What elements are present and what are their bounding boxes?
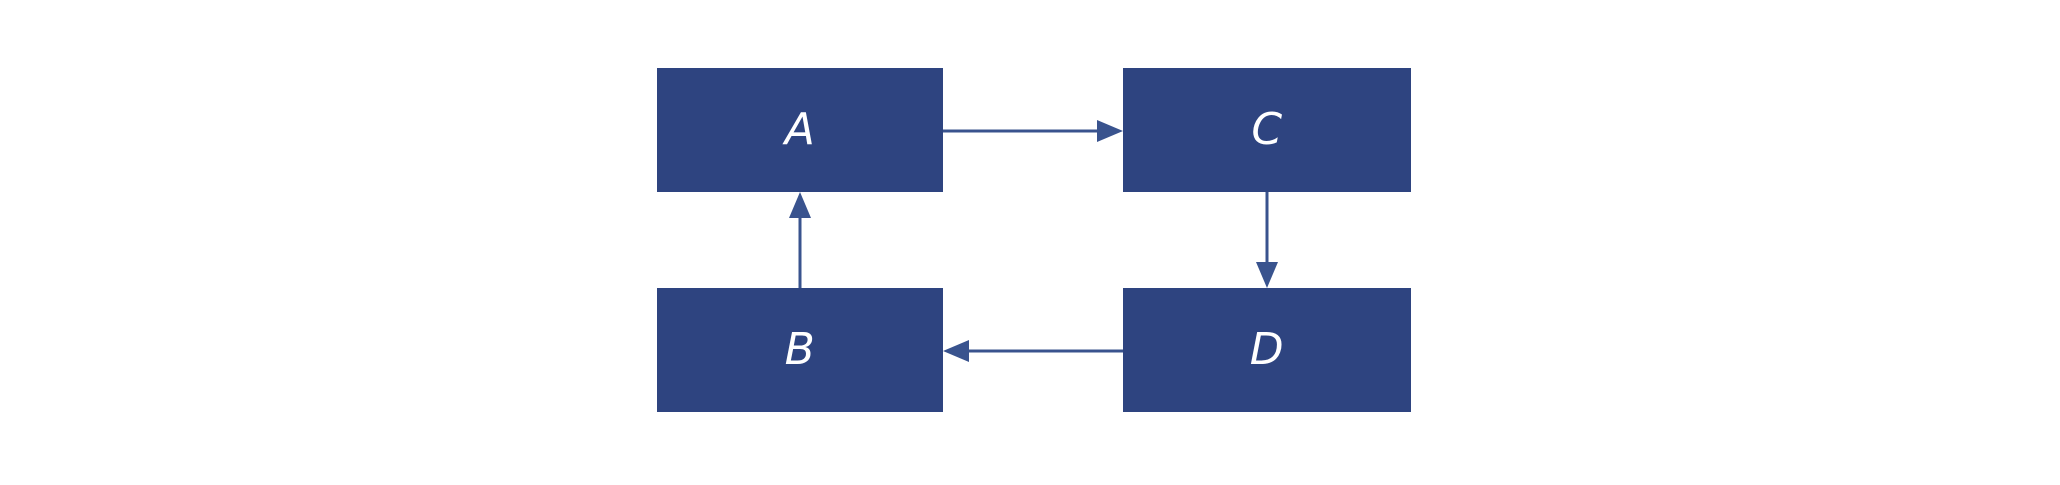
edges-layer [789,120,1278,362]
edge-d-b[interactable] [943,340,1123,362]
node-box-a[interactable] [657,68,943,192]
arrowhead-icon-c-d [1256,262,1278,288]
node-b[interactable]: B [657,288,943,412]
edge-a-c[interactable] [943,120,1123,142]
edge-c-d[interactable] [1256,192,1278,288]
arrowhead-icon-a-c [1097,120,1123,142]
node-a[interactable]: A [657,68,943,192]
arrowhead-icon-d-b [943,340,969,362]
node-box-d[interactable] [1123,288,1411,412]
node-c[interactable]: C [1123,68,1411,192]
nodes-layer: A C B D [657,68,1411,412]
edge-b-a[interactable] [789,192,811,288]
node-box-c[interactable] [1123,68,1411,192]
node-d[interactable]: D [1123,288,1411,412]
node-label-b: B [785,324,816,375]
node-box-b[interactable] [657,288,943,412]
node-label-d: D [1250,324,1284,375]
node-label-c: C [1251,104,1282,155]
node-label-a: A [782,104,816,155]
arrowhead-icon-b-a [789,192,811,218]
